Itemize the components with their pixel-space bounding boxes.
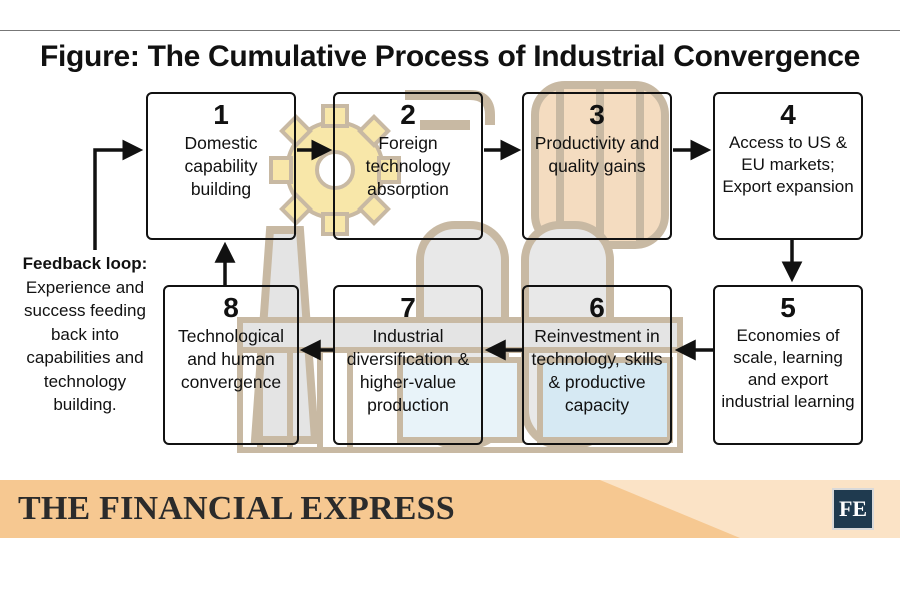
feedback-loop-note: Feedback loop: Experience and success fe… [10,252,160,417]
step-box-3: 3 Productivity and quality gains [522,92,672,240]
step-box-8: 8 Technological and human convergence [163,285,299,445]
step-box-2: 2 Foreign technology absorption [333,92,483,240]
publisher-name: THE FINANCIAL EXPRESS [18,490,455,527]
gear-icon [269,104,401,236]
step-label: Access to US & EU markets; Export expans… [722,133,854,196]
feedback-loop-heading: Feedback loop: [22,254,148,273]
step-label: Foreign technology absorption [365,133,451,199]
publisher-logo: FE [832,488,874,530]
step-label: Technological and human convergence [177,326,285,392]
step-number: 8 [223,292,239,323]
step-box-5: 5 Economies of scale, learning and expor… [713,285,863,445]
arrow-feedback-to-1 [93,139,144,250]
step-number: 7 [400,292,416,323]
step-box-4: 4 Access to US & EU markets; Export expa… [713,92,863,240]
step-number: 1 [213,99,229,130]
step-label: Industrial diversification & higher-valu… [346,326,470,415]
figure-title: Figure: The Cumulative Process of Indust… [39,40,861,73]
step-number: 4 [780,99,796,130]
step-number: 3 [589,99,605,130]
step-box-7: 7 Industrial diversification & higher-va… [333,285,483,445]
step-label: Domestic capability building [184,133,258,199]
step-number: 6 [589,292,605,323]
step-number: 2 [400,99,416,130]
step-label: Reinvestment in technology, skills & pro… [531,326,663,415]
step-box-6: 6 Reinvestment in technology, skills & p… [522,285,672,445]
step-box-1: 1 Domestic capability building [146,92,296,240]
feedback-loop-text: Experience and success feeding back into… [24,277,146,415]
step-label: Economies of scale, learning and export … [721,326,855,411]
step-label: Productivity and quality gains [534,133,660,176]
smoke-pipe-shape [405,90,495,130]
step-number: 5 [780,292,796,323]
publisher-banner [0,480,900,538]
factory-base-shape [237,317,683,453]
